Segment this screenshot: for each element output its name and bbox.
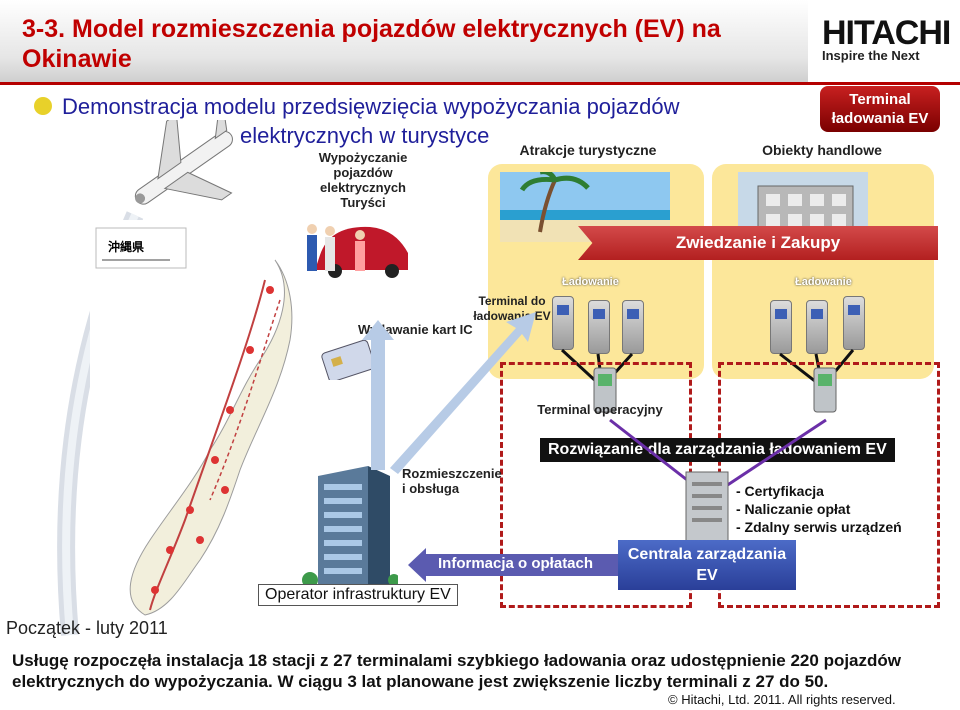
flow-arrows [362, 312, 536, 474]
sightseeing-banner: Zwiedzanie i Zakupy [578, 226, 938, 260]
operator-label: Operator infrastruktury EV [258, 584, 458, 606]
function-item: - Naliczanie opłat [736, 501, 851, 517]
logo-area [808, 0, 960, 82]
charger-icon [552, 296, 574, 350]
charger-icon [806, 300, 828, 354]
function-item: - Zdalny serwis urządzeń [736, 519, 902, 535]
subtitle-line-2: elektrycznych w turystyce [240, 123, 490, 148]
charging-label-right: Ładowanie [795, 276, 852, 288]
title-bar [0, 0, 808, 85]
charging-label-left: Ładowanie [562, 276, 619, 288]
deployment-label: Rozmieszczenie i obsługa [402, 466, 502, 496]
solution-label: Rozwiązanie dla zarządzania ładowaniem E… [540, 438, 895, 462]
subtitle-line-1: Demonstracja modelu przedsięwzięcia wypo… [62, 94, 680, 119]
operating-terminal-label: Terminal operacyjny [537, 402, 663, 417]
charger-icon [843, 296, 865, 350]
fee-info-label: Informacja o opłatach [438, 555, 594, 572]
rental-label: Wypożyczanie pojazdów elektrycznych Tury… [318, 150, 408, 210]
start-date-label: Początek - luty 2011 [6, 618, 168, 638]
okinawa-map [90, 220, 300, 620]
operator-building [302, 466, 398, 598]
charger-icon [622, 300, 644, 354]
charger-icon [770, 300, 792, 354]
footer-summary: Usługę rozpoczęła instalacja 18 stacji z… [12, 651, 902, 691]
hitachi-logo: HITACHI [822, 14, 951, 52]
kiosk-icon [593, 367, 617, 413]
tourists-and-car [307, 224, 408, 278]
function-item: - Certyfikacja [736, 483, 824, 499]
functions-list: - Certyfikacja - Naliczanie opłat - Zdal… [736, 482, 902, 536]
logo-tagline: Inspire the Next [822, 48, 920, 63]
map-title: 沖縄県 [108, 240, 145, 254]
copyright: © Hitachi, Ltd. 2011. All rights reserve… [668, 692, 896, 707]
kiosk-icon [813, 367, 837, 413]
header-divider [808, 82, 960, 85]
fee-info-arrow: Informacja o opłatach [408, 548, 626, 582]
ev-terminal-badge: Terminal ładowania EV [820, 86, 940, 132]
slide-title: 3-3. Model rozmieszczenia pojazdów elekt… [22, 15, 721, 73]
management-center-box: Centrala zarządzania EV [618, 540, 796, 590]
bullet-icon [34, 97, 52, 115]
attractions-label: Atrakcje turystyczne [519, 142, 657, 158]
charger-icon [588, 300, 610, 354]
network-lines [609, 418, 827, 543]
subtitle: Demonstracja modelu przedsięwzięcia wypo… [62, 92, 762, 150]
shops-label: Obiekty handlowe [762, 142, 882, 158]
